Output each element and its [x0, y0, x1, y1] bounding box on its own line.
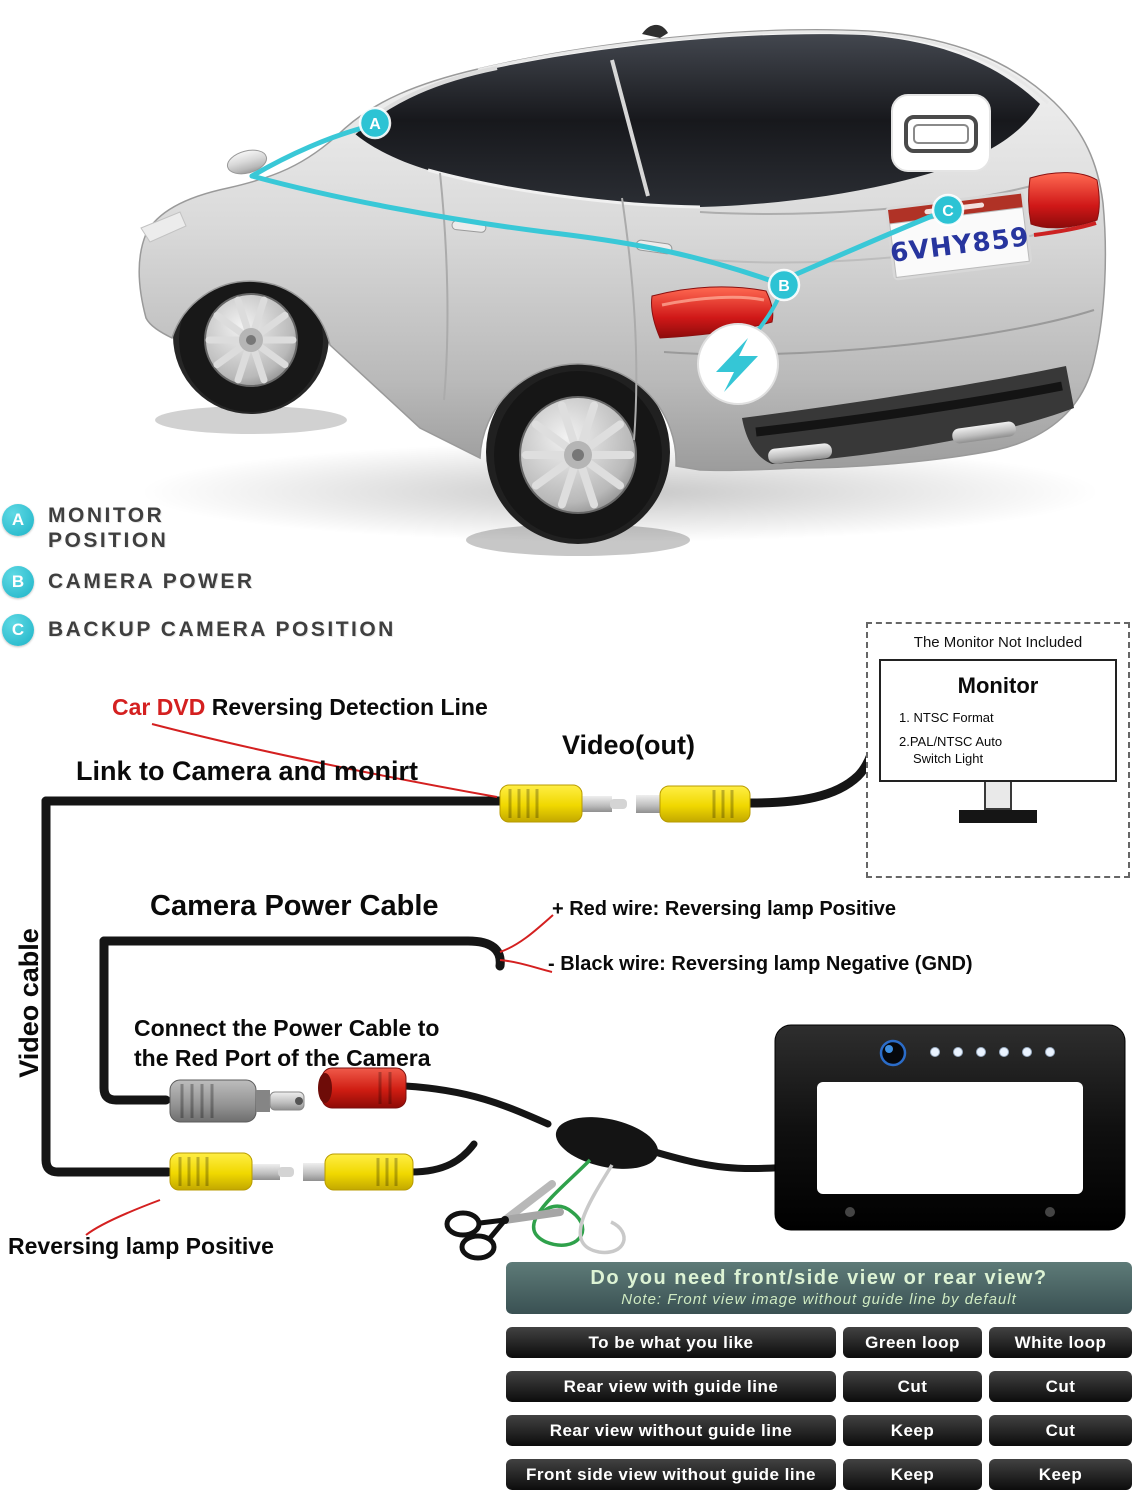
rca-male-connector-bottom — [169, 1152, 294, 1191]
camera-power-cable-label: Camera Power Cable — [150, 890, 439, 922]
table-cell: Cut — [989, 1415, 1132, 1446]
power-cable-line — [99, 936, 505, 1105]
black-wire-label: - Black wire: Reversing lamp Negative (G… — [548, 953, 973, 975]
dc-power-plug — [169, 1079, 305, 1123]
license-plate-frame-camera — [774, 1024, 1126, 1231]
monitor-title: Monitor — [957, 673, 1039, 698]
camera-power-badge — [697, 323, 779, 405]
table-cell: Keep — [843, 1459, 982, 1490]
antenna-fin — [642, 24, 668, 38]
route-markers: A B C — [358, 106, 965, 302]
svg-text:A: A — [369, 116, 381, 133]
led-lights — [930, 1047, 1055, 1057]
reversing-lamp-positive-label: Reversing lamp Positive — [8, 1233, 274, 1259]
table-row: Front side view without guide line Keep … — [506, 1459, 1132, 1490]
marker-a — [358, 106, 392, 140]
camera-lens-icon — [879, 1039, 907, 1067]
monitor-screen: Monitor 1. NTSC Format 2.PAL/NTSC Auto S… — [879, 659, 1117, 782]
link-to-camera-label: Link to Camera and monirt — [76, 756, 419, 786]
plate-frame-badge — [891, 94, 991, 172]
svg-text:C: C — [942, 203, 954, 220]
monitor-stand-neck — [984, 781, 1012, 810]
table-note: Note: Front view image without guide lin… — [621, 1291, 1017, 1308]
monitor-stand-base — [959, 809, 1037, 823]
dvd-reversing-line-label: Car DVD Reversing Detection Line — [112, 694, 488, 720]
scissors-icon — [444, 1180, 564, 1261]
legend-badge-c: C — [2, 614, 34, 646]
rear-wheel — [486, 360, 670, 544]
table-title: Do you need front/side view or rear view… — [590, 1267, 1048, 1289]
car-license-plate: 6VHY859 — [885, 190, 1033, 281]
view-option-table: Do you need front/side view or rear view… — [506, 1262, 1132, 1490]
table-header: Do you need front/side view or rear view… — [506, 1262, 1132, 1314]
red-wire-label: + Red wire: Reversing lamp Positive — [552, 898, 897, 920]
table-cell: Keep — [989, 1459, 1132, 1490]
legend-item-camera-power: B CAMERA POWER — [2, 566, 255, 598]
table-row: To be what you like Green loop White loo… — [506, 1327, 1132, 1358]
white-loop-wire — [578, 1164, 626, 1255]
table-cell: Rear view without guide line — [506, 1415, 836, 1446]
connect-power-cable-label: Connect the Power Cable to the Red Port … — [134, 1015, 440, 1071]
table-cell: Rear view with guide line — [506, 1371, 836, 1402]
monitor-note: The Monitor Not Included — [913, 634, 1083, 651]
tail-light-right — [1028, 172, 1100, 237]
plate-frame-icon — [904, 115, 978, 153]
noise-filter — [555, 1117, 659, 1169]
monitor-spec-2: 2.PAL/NTSC Auto Switch Light — [899, 733, 1003, 767]
headlight — [140, 211, 187, 243]
legend-badge-b: B — [2, 566, 34, 598]
rca-female-connector-bottom — [303, 1153, 414, 1191]
legend-label: CAMERA POWER — [48, 570, 255, 593]
table-row: Rear view without guide line Keep Cut — [506, 1415, 1132, 1446]
wiring-diagram-graphics — [41, 690, 1126, 1261]
dc-power-jack-red — [318, 1067, 407, 1109]
table-row: Rear view with guide line Cut Cut — [506, 1371, 1132, 1402]
legend-label: BACKUP CAMERA POSITION — [48, 618, 396, 641]
rca-female-connector-top — [636, 785, 751, 823]
legend-badge-a: A — [2, 504, 34, 536]
legend-item-monitor-position: A MONITOR POSITION — [2, 504, 168, 554]
rca-male-connector-top — [499, 784, 627, 823]
table-cell: Front side view without guide line — [506, 1459, 836, 1490]
car-glass — [354, 34, 1040, 208]
table-cell: Green loop — [843, 1327, 982, 1358]
table-cell: Keep — [843, 1415, 982, 1446]
monitor-spec-1: 1. NTSC Format — [899, 710, 994, 725]
car-illustration: 6VHY859 A — [138, 24, 1107, 556]
table-cell: Cut — [843, 1371, 982, 1402]
video-cable-label: Video cable — [14, 928, 44, 1078]
red-pointer-lines — [85, 723, 554, 1236]
table-cell: To be what you like — [506, 1327, 836, 1358]
table-cell: Cut — [989, 1371, 1132, 1402]
side-mirror — [226, 149, 268, 175]
lightning-icon — [716, 338, 758, 392]
legend-label: MONITOR POSITION — [48, 504, 169, 552]
green-loop-wire — [531, 1158, 592, 1247]
cable-route-overlay — [249, 123, 935, 344]
video-out-label: Video(out) — [562, 730, 695, 760]
front-wheel — [173, 258, 329, 414]
monitor-box: The Monitor Not Included Monitor 1. NTSC… — [866, 622, 1130, 878]
rear-diffuser — [742, 366, 1074, 464]
marker-c — [931, 193, 965, 227]
table-cell: White loop — [989, 1327, 1132, 1358]
marker-b — [767, 268, 801, 302]
legend-item-backup-camera-position: C BACKUP CAMERA POSITION — [2, 614, 396, 646]
svg-text:B: B — [778, 278, 790, 295]
